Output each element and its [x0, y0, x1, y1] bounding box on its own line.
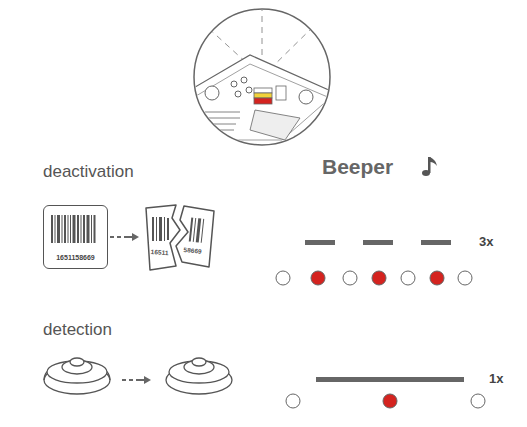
led-indicator [276, 271, 485, 408]
beep-bar [305, 240, 464, 382]
torn-number: 16511 [151, 248, 169, 256]
barcode-number: 1651158669 [44, 254, 107, 261]
barcode-label: 1651158669 [43, 205, 108, 269]
beeper-heading: Beeper [322, 155, 393, 179]
section-heading: detection [43, 320, 112, 340]
device-closeup [190, 5, 340, 150]
music-note [422, 157, 437, 176]
barcode [51, 215, 96, 243]
torn-label-right [176, 206, 214, 267]
arrow [110, 236, 132, 238]
section-heading: deactivation [43, 162, 134, 182]
repeat-count: 3x [479, 234, 493, 249]
torn-label-left [146, 205, 180, 270]
security-tag [44, 358, 232, 394]
repeat-count: 1x [489, 371, 503, 386]
